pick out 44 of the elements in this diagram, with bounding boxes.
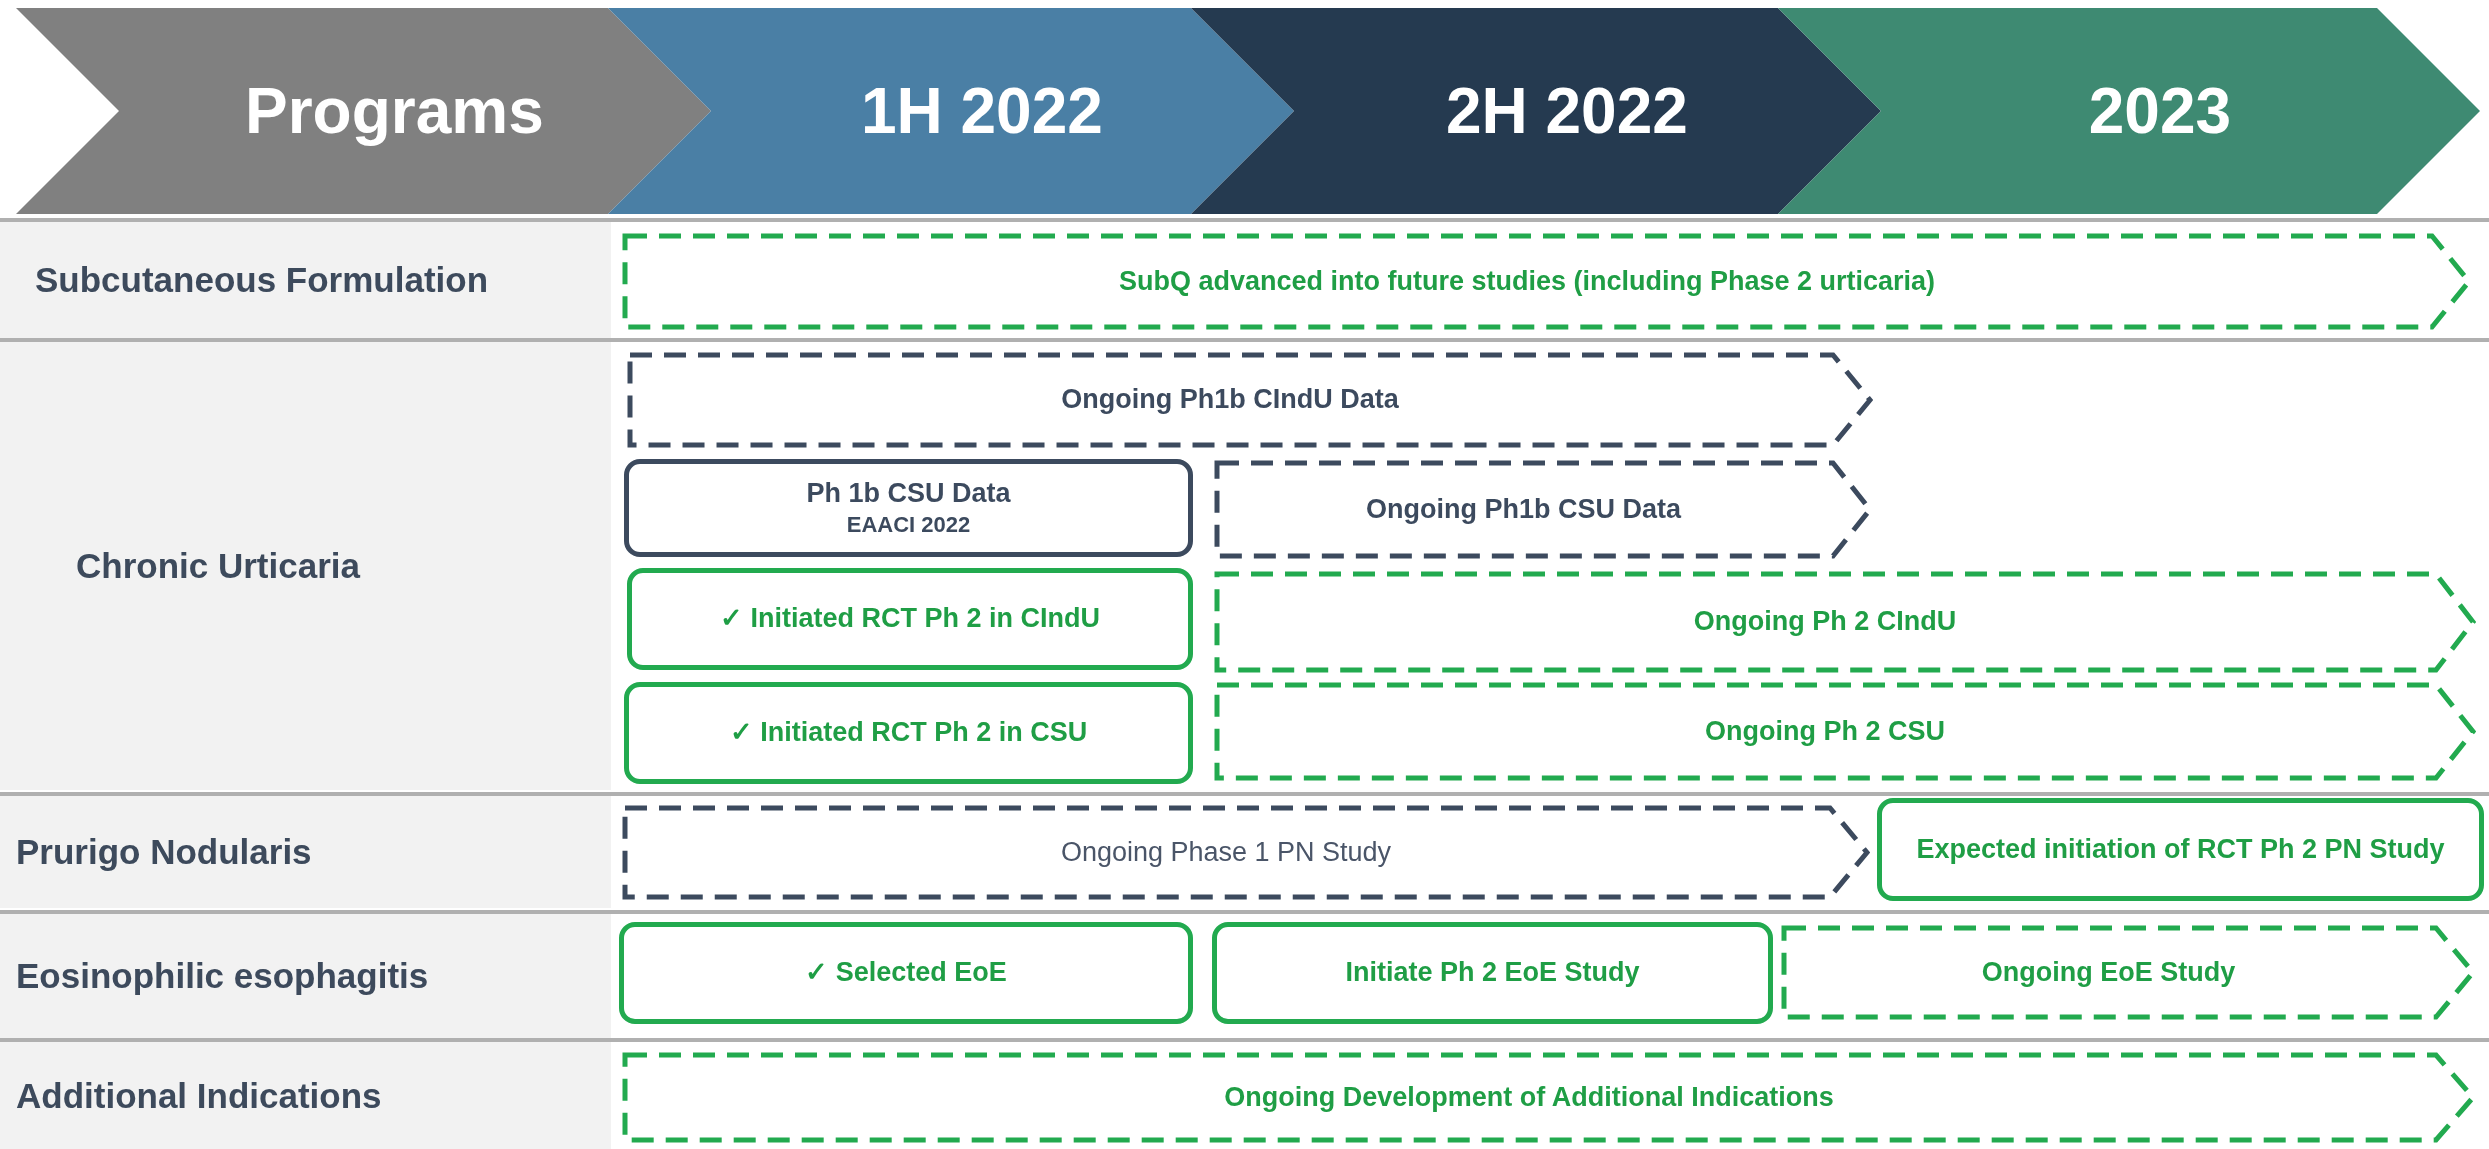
bar-label: SubQ advanced into future studies (including Phase 2 urticaria) <box>1118 264 1936 298</box>
timeline-arrow-bar <box>622 805 1870 900</box>
row-header-cell <box>0 222 611 338</box>
milestone-box <box>1877 798 2484 901</box>
sub-label: EAACI 2022 <box>846 511 971 539</box>
milestone-box <box>624 459 1193 557</box>
milestone-box <box>624 682 1193 784</box>
row-header-cell <box>0 342 611 790</box>
row-label: Additional Indications <box>16 1074 382 1117</box>
bar-label: ✓ Selected EoE <box>805 956 1007 990</box>
row-label: Chronic Urticaria <box>76 545 360 588</box>
bar-label: Ongoing Ph1b CIndU Data <box>1061 383 1399 417</box>
period-header-banner <box>608 8 1294 214</box>
timeline-arrow-bar <box>1214 571 2476 673</box>
row-header-cell <box>0 1042 611 1149</box>
bar-label: Ongoing Ph 2 CSU <box>1705 714 1945 748</box>
bar-label: Ongoing Development of Additional Indications <box>1224 1080 1834 1114</box>
row-header-cell <box>0 914 611 1038</box>
bar-label: ✓ Initiated RCT Ph 2 in CSU <box>729 716 1088 750</box>
row-label: Subcutaneous Formulation <box>35 259 489 302</box>
header-label: 2023 <box>2088 74 2232 149</box>
bar-label: Initiate Ph 2 EoE Study <box>1345 956 1640 990</box>
period-header-banner <box>16 8 711 214</box>
milestone-box <box>1212 922 1773 1024</box>
timeline-arrow-bar <box>627 352 1873 448</box>
bar-label: Ongoing Phase 1 PN Study <box>1060 835 1392 869</box>
milestone-box <box>627 568 1193 670</box>
bar-label: Ongoing EoE Study <box>1981 955 2236 989</box>
period-header-banner <box>1191 8 1881 214</box>
milestone-box <box>619 922 1193 1024</box>
bar-label: Expected initiation of RCT Ph 2 PN Study <box>1916 832 2445 866</box>
bar-label: Ongoing Ph1b CSU Data <box>1366 492 1681 526</box>
bar-label: Ongoing Ph 2 CIndU <box>1693 605 1957 639</box>
bar-label: ✓ Initiated RCT Ph 2 in CIndU <box>720 602 1100 636</box>
bar-label: Ph 1b CSU Data <box>806 477 1011 511</box>
period-header-banner <box>1778 8 2480 214</box>
header-label: 2H 2022 <box>1445 74 1688 149</box>
timeline-arrow-bar <box>1214 682 2476 781</box>
row-header-cell <box>0 796 611 908</box>
row-label: Prurigo Nodularis <box>16 831 312 874</box>
header-label: Programs <box>245 74 544 149</box>
row-label: Eosinophilic esophagitis <box>16 955 429 998</box>
timeline-arrow-bar <box>622 1052 2476 1143</box>
header-label: 1H 2022 <box>860 74 1103 149</box>
